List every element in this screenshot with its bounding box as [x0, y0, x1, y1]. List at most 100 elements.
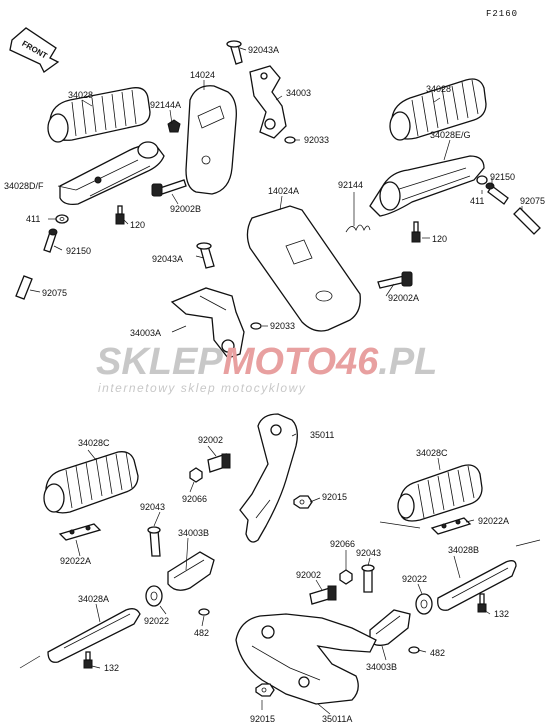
bracket-34003a: [170, 287, 245, 359]
label-34028df: 34028D/F: [4, 181, 44, 191]
washer-92022-left: [145, 585, 163, 607]
label-482-left: 482: [194, 628, 209, 638]
bolt-132-right: [477, 593, 487, 613]
label-34028b: 34028B: [448, 545, 479, 555]
label-34003b-right: 34003B: [366, 662, 397, 672]
leader-lines: [29, 47, 523, 715]
nut-92066-left: [189, 467, 203, 483]
label-92022-right: 92022: [402, 574, 427, 584]
label-35011a: 35011A: [322, 714, 352, 724]
label-92144a: 92144A: [150, 100, 181, 110]
watermark-brand-b: MOTO46: [223, 341, 379, 383]
label-14024a: 14024A: [268, 186, 299, 196]
footpeg-rubber-34028c-left: [43, 451, 139, 514]
washer-411-left: [55, 214, 69, 224]
watermark: SKLEPMOTO46.PL internetowy sklep motocyk…: [96, 341, 437, 395]
label-482-right: 482: [430, 648, 445, 658]
watermark-tagline: internetowy sklep motocyklowy: [98, 381, 306, 395]
clip-92033-top: [284, 136, 296, 144]
arm-35011a: [235, 613, 377, 705]
footpeg-rubber-34028c-right: [397, 464, 483, 522]
label-34028-top-left: 34028: [68, 90, 93, 100]
label-34028-top-right: 34028: [426, 84, 451, 94]
label-92015-top: 92015: [322, 492, 347, 502]
bolt-132-left: [83, 651, 93, 669]
label-34028c-right: 34028C: [416, 448, 448, 458]
label-92033-mid: 92033: [270, 321, 295, 331]
label-92066-right: 92066: [330, 539, 355, 549]
pin-92043-right: [361, 564, 375, 593]
label-132-left: 132: [104, 663, 119, 673]
watermark-brand: SKLEPMOTO46.PL: [96, 341, 437, 383]
cotter-92075-right: [513, 207, 541, 235]
heel-guard-14024a: [246, 205, 361, 332]
washer-92022-right: [415, 593, 433, 615]
label-34003: 34003: [286, 88, 311, 98]
label-92015-bottom: 92015: [250, 714, 275, 724]
footpeg-34028a: [19, 608, 141, 669]
diagram-code: F2160: [486, 9, 518, 19]
pin-92043-left: [147, 526, 161, 557]
arm-35011: [239, 413, 298, 543]
label-92002a: 92002A: [388, 293, 419, 303]
washer-411-right: [476, 175, 488, 185]
label-34028eg: 34028E/G: [430, 130, 471, 140]
label-92043-right: 92043: [356, 548, 381, 558]
label-34003b-left: 34003B: [178, 528, 209, 538]
label-92075-left: 92075: [42, 288, 67, 298]
bolt-120-right: [411, 221, 421, 243]
heel-guard-14024: [185, 85, 237, 195]
pin-92043a-top: [226, 40, 243, 65]
label-92022a-right: 92022A: [478, 516, 509, 526]
clip-92033-mid: [250, 322, 262, 330]
nut-92015-top: [293, 495, 313, 509]
footpeg-rubber-top-left: [47, 87, 151, 143]
label-120-right: 120: [432, 234, 447, 244]
label-35011: 35011: [310, 430, 334, 440]
plate-92022a-left: [58, 523, 102, 541]
label-92002-right: 92002: [296, 570, 321, 580]
label-92066-left: 92066: [182, 494, 207, 504]
watermark-brand-c: .PL: [378, 341, 437, 383]
label-92043a-top: 92043A: [248, 45, 279, 55]
watermark-brand-a: SKLEP: [96, 341, 223, 383]
plate-92022a-right: [379, 517, 472, 535]
label-92043a-mid: 92043A: [152, 254, 183, 264]
pin-92150-left: [43, 228, 58, 253]
footpeg-34028b: [437, 539, 541, 611]
nut-92015-bottom: [255, 683, 275, 697]
nut-92066-right: [339, 569, 353, 585]
footpeg-34028eg: [369, 155, 485, 217]
label-120-left: 120: [130, 220, 145, 230]
bolt-92002a: [377, 271, 413, 289]
label-411-left: 411: [26, 214, 40, 224]
label-411-right: 411: [470, 196, 484, 206]
clip-482-left: [198, 608, 210, 616]
label-14024: 14024: [190, 70, 215, 80]
spring-92144a: [167, 119, 181, 133]
bolt-120-left: [115, 205, 125, 225]
label-34028c-left: 34028C: [78, 438, 110, 448]
footpeg-rubber-top-right: [389, 78, 487, 141]
label-92022a-left: 92022A: [60, 556, 91, 566]
bolt-92002b: [151, 179, 187, 197]
label-34003a: 34003A: [130, 328, 161, 338]
pin-92043a-mid: [196, 242, 215, 269]
label-34028a: 34028A: [78, 594, 109, 604]
label-92150-right: 92150: [490, 172, 515, 182]
part-labels: 34028 92144A 14024 92043A 34003 92033 34…: [4, 45, 545, 724]
label-92002b: 92002B: [170, 204, 201, 214]
bracket-34003: [249, 65, 287, 139]
label-92022-left: 92022: [144, 616, 169, 626]
label-92033-top: 92033: [304, 135, 329, 145]
label-92075-right: 92075: [520, 196, 545, 206]
label-92043-left: 92043: [140, 502, 165, 512]
label-92150-left: 92150: [66, 246, 91, 256]
bolt-92002-left: [207, 453, 231, 473]
label-92002-left: 92002: [198, 435, 223, 445]
bracket-34003b-left: [167, 551, 215, 591]
label-92144: 92144: [338, 180, 363, 190]
front-arrow-icon: FRONT: [9, 27, 60, 73]
